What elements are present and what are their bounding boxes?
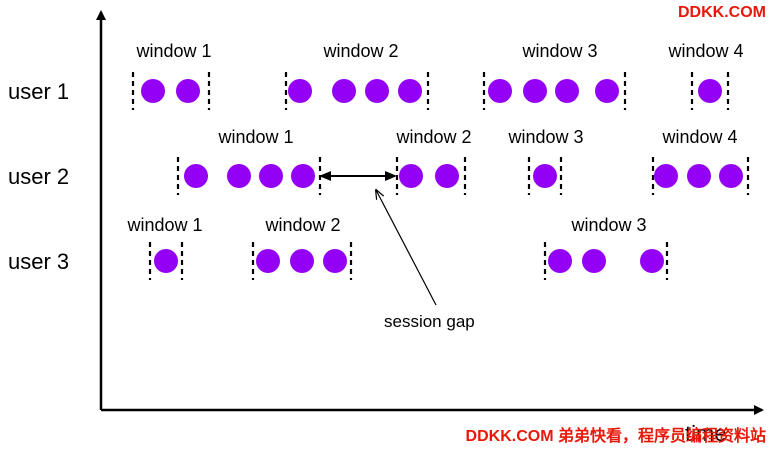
window-label: window 1 — [217, 127, 293, 147]
event-dot — [654, 164, 678, 188]
event-dot — [582, 249, 606, 273]
event-dot — [719, 164, 743, 188]
event-dot — [154, 249, 178, 273]
window-label: window 1 — [126, 215, 202, 235]
user-label-2: user 2 — [8, 164, 69, 189]
session-window — [527, 157, 563, 195]
watermark-bottom: DDKK.COM 弟弟快看，程序员编程资料站 — [465, 428, 766, 445]
windows-layer — [131, 72, 750, 280]
event-dot — [332, 79, 356, 103]
window-label: window 2 — [322, 41, 398, 61]
watermark-top: DDKK.COM — [678, 4, 766, 21]
window-label: window 3 — [570, 215, 646, 235]
event-dot — [555, 79, 579, 103]
event-dot — [533, 164, 557, 188]
event-dot — [435, 164, 459, 188]
x-axis-label: time — [685, 421, 727, 446]
event-dot — [548, 249, 572, 273]
event-dot — [687, 164, 711, 188]
event-dot — [288, 79, 312, 103]
event-dot — [291, 164, 315, 188]
session-window — [651, 157, 750, 195]
event-dot — [259, 164, 283, 188]
event-dot — [488, 79, 512, 103]
session-gap-pointer — [376, 190, 437, 306]
session-window — [482, 72, 627, 110]
event-dot — [640, 249, 664, 273]
session-window — [284, 72, 430, 110]
session-window — [131, 72, 211, 110]
session-window — [148, 242, 184, 280]
event-dot — [290, 249, 314, 273]
event-dot — [184, 164, 208, 188]
session-window — [176, 157, 322, 195]
event-dot — [227, 164, 251, 188]
session-window — [395, 157, 467, 195]
session-window — [543, 242, 669, 280]
user-label-3: user 3 — [8, 249, 69, 274]
event-dot — [523, 79, 547, 103]
event-dot — [176, 79, 200, 103]
event-dot — [256, 249, 280, 273]
window-label: window 4 — [667, 41, 743, 61]
session-window — [251, 242, 353, 280]
user-label-1: user 1 — [8, 79, 69, 104]
event-dot — [323, 249, 347, 273]
window-label: window 3 — [507, 127, 583, 147]
window-label: window 3 — [521, 41, 597, 61]
event-dot — [141, 79, 165, 103]
event-dot — [365, 79, 389, 103]
event-dot — [399, 164, 423, 188]
event-dot — [698, 79, 722, 103]
session-window — [690, 72, 730, 110]
window-label: window 1 — [135, 41, 211, 61]
event-dot — [595, 79, 619, 103]
window-label: window 2 — [264, 215, 340, 235]
window-label: window 4 — [661, 127, 737, 147]
session-gap-label: session gap — [384, 312, 475, 331]
event-dot — [398, 79, 422, 103]
window-label: window 2 — [395, 127, 471, 147]
